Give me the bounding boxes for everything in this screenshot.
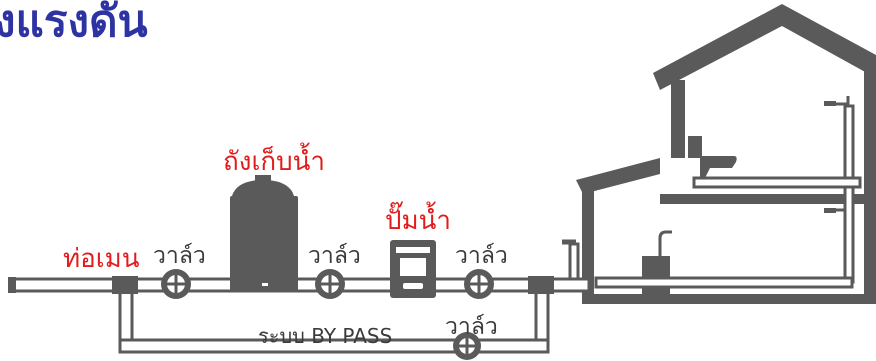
pump-label: ปั๊มน้ำ bbox=[385, 206, 452, 236]
main-pipe bbox=[12, 277, 591, 354]
shower-upper-icon bbox=[834, 96, 850, 106]
valve-3-label: วาล์ว bbox=[455, 243, 508, 269]
valve-3 bbox=[464, 269, 494, 299]
water-tank-icon bbox=[230, 175, 298, 292]
bypass-system-label: ระบบ BY PASS bbox=[258, 324, 393, 348]
diagram-title: งแรงดัน bbox=[0, 0, 148, 47]
valve-bypass-label: วาล์ว bbox=[445, 314, 498, 340]
valve-2 bbox=[315, 269, 345, 299]
tank-label: ถังเก็บน้ำ bbox=[223, 147, 325, 177]
pipe-inlet bbox=[8, 277, 16, 293]
toilet-icon bbox=[688, 136, 737, 180]
valve-bypass bbox=[453, 332, 481, 360]
house-pipes bbox=[594, 104, 862, 289]
main-pipe-label: ท่อเมน bbox=[63, 244, 140, 274]
valve-2-label: วาล์ว bbox=[308, 243, 361, 269]
valve-1-label: วาล์ว bbox=[153, 243, 206, 269]
pipe-junctions bbox=[112, 276, 554, 294]
pump-icon bbox=[390, 240, 436, 298]
valve-1 bbox=[161, 269, 191, 299]
